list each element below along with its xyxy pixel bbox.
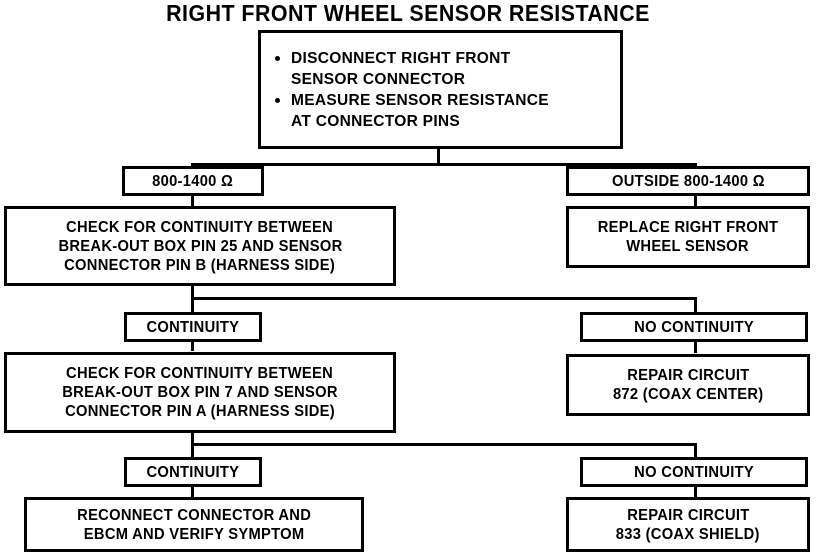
node-out-of-spec-branch: OUTSIDE 800-1400 Ω bbox=[566, 166, 810, 196]
connector-inspec-to-check bbox=[191, 194, 194, 206]
continuity2-label: CONTINUITY bbox=[146, 463, 240, 481]
connector-check2-stem bbox=[191, 432, 194, 463]
bullet-1-line-1: DISCONNECT RIGHT FRONT bbox=[291, 49, 511, 67]
reconnect-line-1: RECONNECT CONNECTOR AND bbox=[77, 506, 311, 524]
out-of-spec-label: OUTSIDE 800-1400 Ω bbox=[611, 172, 765, 190]
node-check-continuity-pin-25: CHECK FOR CONTINUITY BETWEEN BREAK-OUT B… bbox=[4, 206, 396, 286]
node-repair-circuit-833: REPAIR CIRCUIT 833 (COAX SHIELD) bbox=[566, 497, 810, 552]
node-continuity-result-1: CONTINUITY bbox=[124, 312, 262, 342]
replace-line-1: REPLACE RIGHT FRONT bbox=[597, 219, 779, 236]
node-replace-wheel-sensor: REPLACE RIGHT FRONT WHEEL SENSOR bbox=[566, 206, 810, 268]
node-repair-circuit-872: REPAIR CIRCUIT 872 (COAX CENTER) bbox=[566, 354, 810, 416]
connector-split-bar-3 bbox=[191, 443, 697, 446]
node-no-continuity-result-2: NO CONTINUITY bbox=[580, 457, 808, 487]
connector-continuity1-to-check2 bbox=[191, 340, 194, 351]
check1-line-1: CHECK FOR CONTINUITY BETWEEN bbox=[66, 218, 334, 236]
repair833-line-1: REPAIR CIRCUIT bbox=[626, 506, 750, 524]
bullet-2-line-1: MEASURE SENSOR RESISTANCE bbox=[291, 91, 549, 109]
connector-split-bar-1 bbox=[191, 163, 697, 166]
node-no-continuity-result-1: NO CONTINUITY bbox=[580, 312, 808, 342]
continuity1-label: CONTINUITY bbox=[146, 318, 240, 336]
check2-line-1: CHECK FOR CONTINUITY BETWEEN bbox=[66, 365, 334, 382]
bullet-dot-icon bbox=[275, 97, 280, 103]
node-reconnect-and-verify: RECONNECT CONNECTOR AND EBCM AND VERIFY … bbox=[24, 497, 364, 552]
check2-line-3: CONNECTOR PIN A (HARNESS SIDE) bbox=[65, 403, 335, 420]
connector-outspec-to-replace bbox=[694, 194, 697, 206]
page-title: RIGHT FRONT WHEEL SENSOR RESISTANCE bbox=[166, 0, 650, 26]
connector-drop-right-2 bbox=[694, 297, 697, 317]
connector-split-bar-2 bbox=[191, 297, 697, 300]
bullet-item-2: MEASURE SENSOR RESISTANCE AT CONNECTOR P… bbox=[275, 90, 557, 132]
connector-continuity2-to-reconnect bbox=[191, 486, 194, 497]
node-check-continuity-pin-7: CHECK FOR CONTINUITY BETWEEN BREAK-OUT B… bbox=[4, 352, 396, 433]
repair833-line-2: 833 (COAX SHIELD) bbox=[616, 525, 760, 543]
node-start-instructions: DISCONNECT RIGHT FRONT SENSOR CONNECTOR … bbox=[258, 30, 623, 149]
no-continuity1-label: NO CONTINUITY bbox=[634, 318, 754, 336]
reconnect-line-2: EBCM AND VERIFY SYMPTOM bbox=[83, 525, 305, 543]
connector-nocontinuity1-to-repair872 bbox=[694, 340, 697, 353]
in-spec-label: 800-1400 Ω bbox=[152, 172, 234, 190]
bullet-dot-icon bbox=[275, 55, 280, 61]
connector-drop-right-3 bbox=[694, 443, 697, 463]
repair872-line-1: REPAIR CIRCUIT bbox=[626, 367, 750, 384]
bullet-1-line-2: SENSOR CONNECTOR bbox=[291, 70, 466, 88]
node-continuity-result-2: CONTINUITY bbox=[124, 457, 262, 487]
bullet-item-1: DISCONNECT RIGHT FRONT SENSOR CONNECTOR bbox=[275, 48, 517, 90]
check1-line-3: CONNECTOR PIN B (HARNESS SIDE) bbox=[64, 256, 336, 274]
node-in-spec-branch: 800-1400 Ω bbox=[122, 166, 264, 196]
check2-line-2: BREAK-OUT BOX PIN 7 AND SENSOR bbox=[62, 384, 338, 401]
connector-check1-stem bbox=[191, 285, 194, 317]
replace-line-2: WHEEL SENSOR bbox=[626, 238, 750, 255]
check1-line-2: BREAK-OUT BOX PIN 25 AND SENSOR bbox=[57, 237, 343, 255]
bullet-2-line-2: AT CONNECTOR PINS bbox=[291, 112, 461, 130]
connector-nocontinuity2-to-repair833 bbox=[694, 486, 697, 498]
repair872-line-2: 872 (COAX CENTER) bbox=[612, 386, 764, 403]
no-continuity2-label: NO CONTINUITY bbox=[634, 463, 754, 481]
connector-start-stem bbox=[437, 148, 440, 165]
